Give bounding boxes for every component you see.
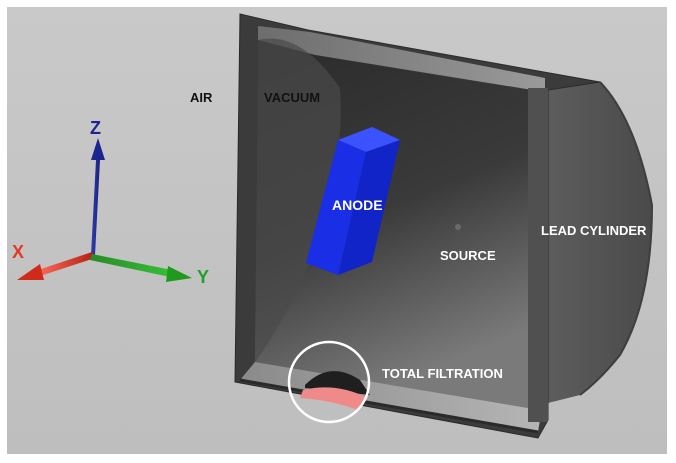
- anode-block: [306, 127, 400, 275]
- y-axis-head: [166, 266, 192, 282]
- lead-cylinder-body: [540, 82, 652, 405]
- total-filtration-label: TOTAL FILTRATION: [382, 366, 503, 381]
- z-axis-label: Z: [90, 118, 101, 138]
- filtration-highlight-circle: [287, 340, 371, 424]
- total-filtration-filter: [300, 387, 368, 410]
- housing-top-surface: [258, 26, 545, 92]
- y-axis-shaft: [90, 254, 172, 277]
- vacuum-label: VACUUM: [264, 90, 320, 105]
- z-axis-head: [91, 138, 105, 160]
- lead-cylinder-label: LEAD CYLINDER: [541, 223, 647, 238]
- air-label: AIR: [190, 90, 213, 105]
- vacuum-envelope-wall: [255, 38, 341, 362]
- source-label: SOURCE: [440, 248, 496, 263]
- x-axis-shaft: [38, 252, 95, 276]
- z-axis-shaft: [91, 160, 100, 255]
- x-axis-head: [17, 264, 44, 280]
- x-axis-label: X: [12, 242, 24, 262]
- source-point: [455, 224, 461, 230]
- anode-label: ANODE: [332, 197, 383, 213]
- y-axis-label: Y: [197, 267, 209, 287]
- housing-right-wall: [528, 88, 548, 422]
- coordinate-axes: [17, 138, 192, 282]
- lead-cylinder-edge: [579, 81, 654, 396]
